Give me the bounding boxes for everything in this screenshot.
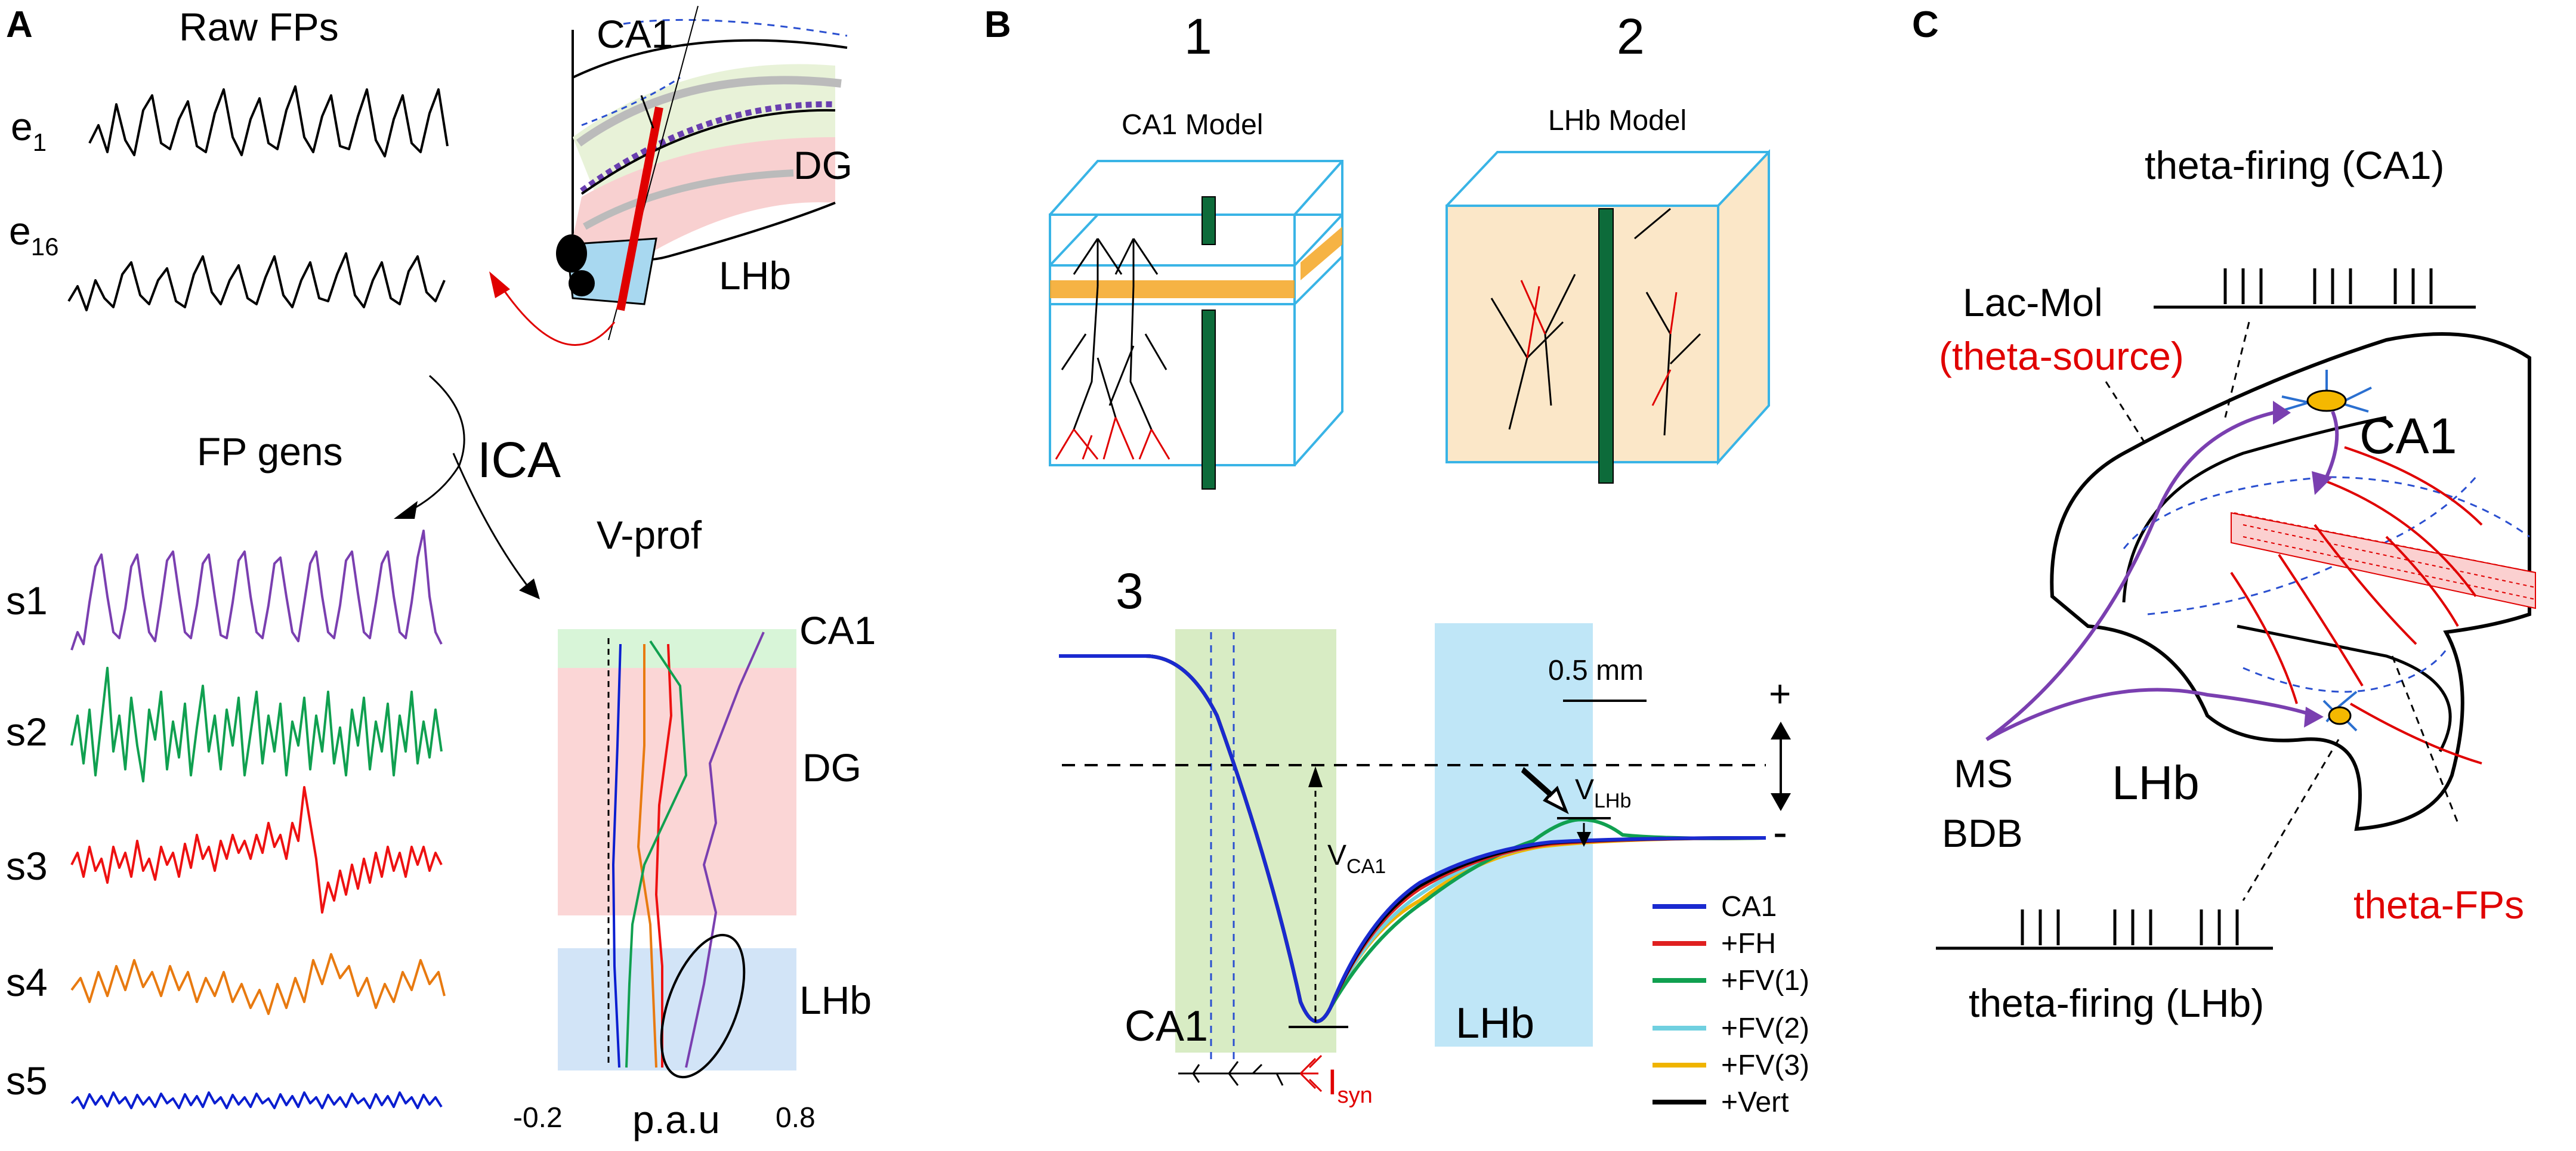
panel-c-letter: C (1912, 4, 1939, 45)
vprof-axis-label: p.a.u (632, 1097, 720, 1141)
theta-firing-ca1-label: theta-firing (CA1) (2145, 143, 2445, 187)
vprof-band-lhb (558, 948, 796, 1070)
vprof-band-ca1 (558, 629, 796, 668)
vprof-plot (558, 629, 796, 1079)
lhb-region-label-c: LHb (2112, 756, 2200, 809)
vprof-line-s5 (612, 643, 622, 1068)
raw-fps-title: Raw FPs (179, 5, 339, 49)
panel-a-letter: A (6, 4, 33, 45)
panel-b: B 1 2 CA1 Model LHb Model (984, 4, 1809, 1118)
highlight-ellipse (660, 933, 746, 1079)
lhb-region-label: LHb (1456, 1000, 1534, 1047)
panel-c: C theta-firing (CA1) Lac-Mol (theta-sour… (1912, 4, 2536, 1025)
vprof-line-s3 (655, 643, 672, 1068)
ca1-spike-raster (2154, 268, 2476, 309)
anatomy-label-ca1: CA1 (597, 12, 673, 56)
legend-label-fv1: +FV(1) (1721, 965, 1809, 997)
hippocampus-anatomy-sketch (489, 5, 848, 346)
source-label-s5: s5 (6, 1059, 48, 1103)
source-label-s4: s4 (6, 960, 48, 1004)
ca1-region-shade (1175, 629, 1336, 1053)
model1-title: CA1 Model (1122, 109, 1263, 141)
vprof-line-s2 (625, 640, 687, 1068)
minus-sign: - (1773, 809, 1787, 856)
e1-label: e1 (11, 104, 47, 156)
vprof-axis-max: 0.8 (776, 1102, 816, 1134)
panel-a: A Raw FPs e1 e16 CA1 (6, 4, 876, 1141)
legend-label-fh: +FH (1721, 928, 1776, 960)
source-trace-s2 (70, 667, 443, 782)
ca1-region-label: CA1 (1125, 1003, 1208, 1050)
ca1-model-cube (1049, 160, 1343, 490)
e16-label: e16 (9, 209, 58, 261)
source-trace-s3 (70, 786, 443, 914)
ca1-neuron-sketch (1178, 1061, 1312, 1086)
legend-label-fv3: +FV(3) (1721, 1050, 1809, 1081)
theta-firing-lhb-label: theta-firing (LHb) (1969, 981, 2264, 1025)
vprof-axis-min: -0.2 (513, 1102, 563, 1134)
raw-trace-e16 (67, 252, 446, 311)
bdb-label: BDB (1942, 811, 2023, 855)
vprof-label: V-prof (597, 513, 702, 557)
model1-number: 1 (1184, 8, 1212, 64)
ica-arrow-to-sources (405, 375, 465, 514)
theta-source-label: (theta-source) (1939, 334, 2184, 378)
vprof-band-label-ca1: CA1 (799, 608, 876, 652)
vprof-line-s1 (685, 632, 765, 1068)
source-label-s2: s2 (6, 710, 48, 754)
plot-number-3: 3 (1116, 563, 1144, 619)
lhb-neuron (2322, 691, 2358, 732)
plus-sign: + (1769, 672, 1791, 715)
panel-b-letter: B (984, 4, 1011, 45)
lhb-region-shade (1435, 623, 1593, 1047)
raw-trace-e1 (88, 85, 449, 157)
isyn-label: Isyn (1327, 1062, 1373, 1108)
legend-label-fv2: +FV(2) (1721, 1013, 1809, 1044)
legend-label-vert: +Vert (1721, 1087, 1789, 1118)
source-label-s1: s1 (6, 578, 48, 623)
ca1-region-label-c: CA1 (2359, 408, 2457, 464)
theta-fps-label: theta-FPs (2353, 883, 2524, 927)
ms-bdb-projections (1985, 410, 2339, 741)
v-lhb-pointer-arrow (1521, 766, 1569, 815)
ca1-pyramidal-neuron (2278, 370, 2372, 413)
source-trace-s5 (70, 1091, 443, 1109)
anatomy-label-dg: DG (793, 143, 853, 187)
lhb-spike-raster (1936, 909, 2273, 950)
v-ca1-label: VCA1 (1327, 840, 1386, 878)
model2-number: 2 (1617, 8, 1645, 64)
scale-bar-label: 0.5 mm (1548, 655, 1644, 686)
curves-legend: CA1 +FH +FV(1) +FV(2) +FV(3) +Vert (1653, 891, 1809, 1118)
hippocampus-outline (2050, 321, 2536, 901)
ica-arrow-to-vprof (452, 453, 532, 591)
vprof-band-label-dg: DG (802, 745, 861, 790)
vprof-band-label-lhb: LHb (799, 978, 872, 1022)
source-trace-s1 (70, 530, 443, 651)
source-label-s3: s3 (6, 844, 48, 888)
anatomy-label-lhb: LHb (719, 253, 791, 298)
lhb-model-cube (1445, 148, 1770, 484)
vprof-line-s4 (637, 644, 657, 1068)
v-lhb-label: VLHb (1575, 774, 1631, 812)
ica-label: ICA (477, 432, 561, 488)
model2-title: LHb Model (1548, 105, 1687, 137)
legend-label-ca1: CA1 (1721, 891, 1777, 923)
source-trace-s4 (70, 953, 446, 1015)
fp-gens-label: FP gens (197, 429, 343, 474)
potential-curves (1059, 654, 1766, 1023)
ms-label: MS (1954, 751, 2013, 796)
lac-mol-label: Lac-Mol (1963, 280, 2103, 324)
